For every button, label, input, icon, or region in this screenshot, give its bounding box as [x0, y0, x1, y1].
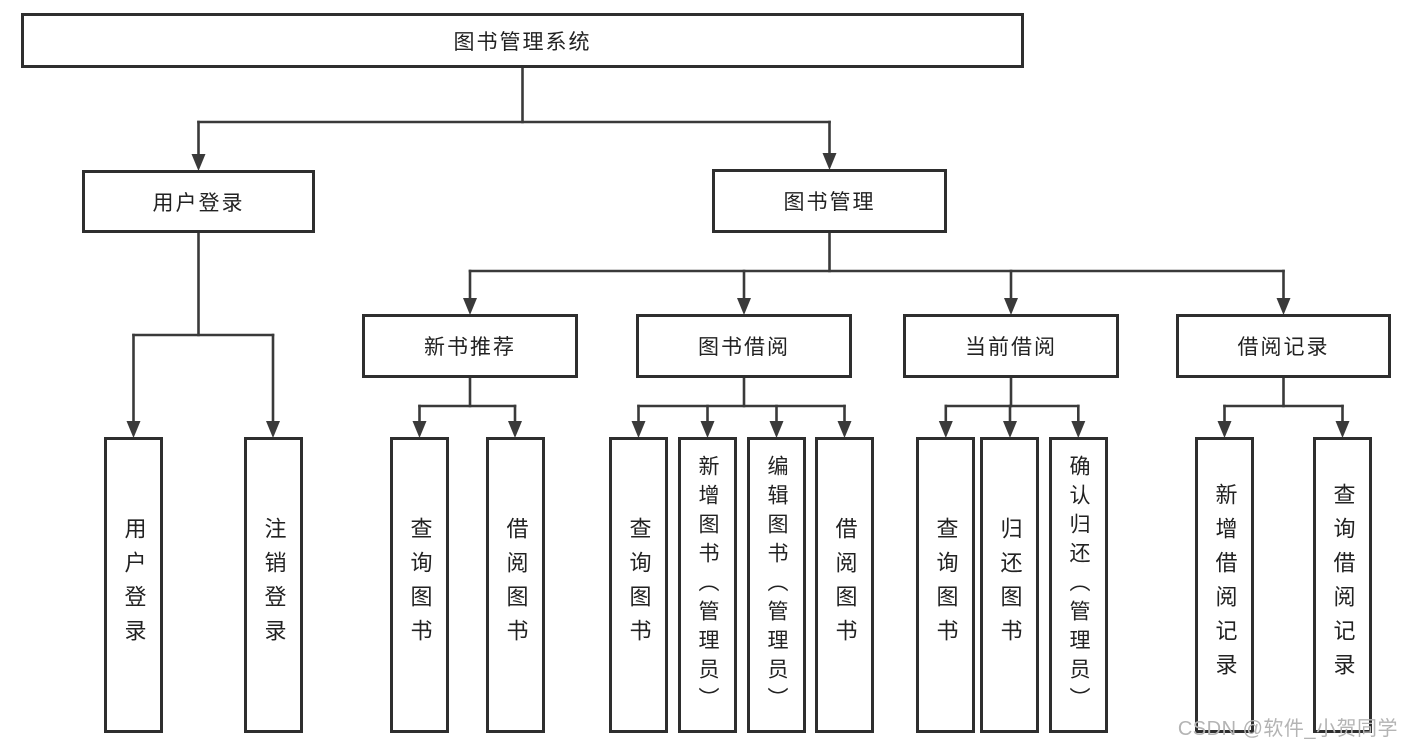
- arrowhead-icon: [631, 421, 646, 438]
- node-new-book-recommendation-label: 新书推荐: [424, 336, 516, 359]
- node-current-borrowing-label: 当前借阅: [965, 336, 1057, 359]
- node-new-book-recommendation: 新书推荐: [362, 314, 578, 378]
- node-user-login-label: 用户登录: [152, 191, 245, 215]
- arrowhead-icon: [1004, 298, 1018, 315]
- arrowhead-icon: [463, 298, 477, 315]
- node-borrowing-records-label: 借阅记录: [1237, 336, 1330, 359]
- arrowhead-icon: [508, 421, 522, 438]
- arrowhead-icon: [737, 298, 751, 315]
- node-book-borrowing: 图书借阅: [636, 314, 852, 378]
- arrowhead-icon: [1335, 421, 1350, 438]
- csdn-watermark: CSDN @软件_小贺同学: [1177, 718, 1398, 740]
- leaf-current-query-books: 查询图书: [916, 437, 975, 733]
- arrowhead-icon: [266, 421, 280, 438]
- arrowhead-icon: [1003, 421, 1017, 438]
- leaf-recommend-borrow-books: 借阅图书: [486, 437, 545, 733]
- leaf-return-books: 归还图书: [980, 437, 1039, 733]
- node-root-label: 图书管理系统: [453, 30, 592, 54]
- arrowhead-icon: [769, 421, 784, 438]
- arrowhead-icon: [412, 421, 427, 438]
- node-root: 图书管理系统: [21, 13, 1024, 68]
- arrowhead-icon: [1071, 421, 1086, 438]
- arrowhead-icon: [126, 421, 141, 438]
- leaf-add-borrow-record: 新增借阅记录: [1195, 437, 1254, 733]
- arrowhead-icon: [1217, 421, 1232, 438]
- leaf-borrowing-query-books: 查询图书: [609, 437, 668, 733]
- arrowhead-icon: [1276, 298, 1291, 315]
- leaf-query-borrow-record: 查询借阅记录: [1313, 437, 1372, 733]
- arrowhead-icon: [837, 421, 852, 438]
- arrowhead-icon: [191, 154, 206, 171]
- arrowhead-icon: [700, 421, 715, 438]
- leaf-user-login: 用户登录: [104, 437, 163, 733]
- leaf-add-books-admin: 新增图书（管理员）: [678, 437, 737, 733]
- node-current-borrowing: 当前借阅: [903, 314, 1119, 378]
- leaf-edit-books-admin: 编辑图书（管理员）: [747, 437, 806, 733]
- arrowhead-icon: [938, 421, 953, 438]
- leaf-confirm-return-admin: 确认归还（管理员）: [1049, 437, 1108, 733]
- leaf-borrowing-borrow-books: 借阅图书: [815, 437, 874, 733]
- leaf-logout: 注销登录: [244, 437, 303, 733]
- arrowhead-icon: [822, 153, 837, 170]
- node-borrowing-records: 借阅记录: [1176, 314, 1391, 378]
- node-book-management-label: 图书管理: [783, 191, 876, 214]
- node-book-borrowing-label: 图书借阅: [698, 336, 790, 359]
- node-user-login: 用户登录: [82, 170, 315, 233]
- leaf-recommend-query-books: 查询图书: [390, 437, 449, 733]
- node-book-management: 图书管理: [712, 169, 947, 233]
